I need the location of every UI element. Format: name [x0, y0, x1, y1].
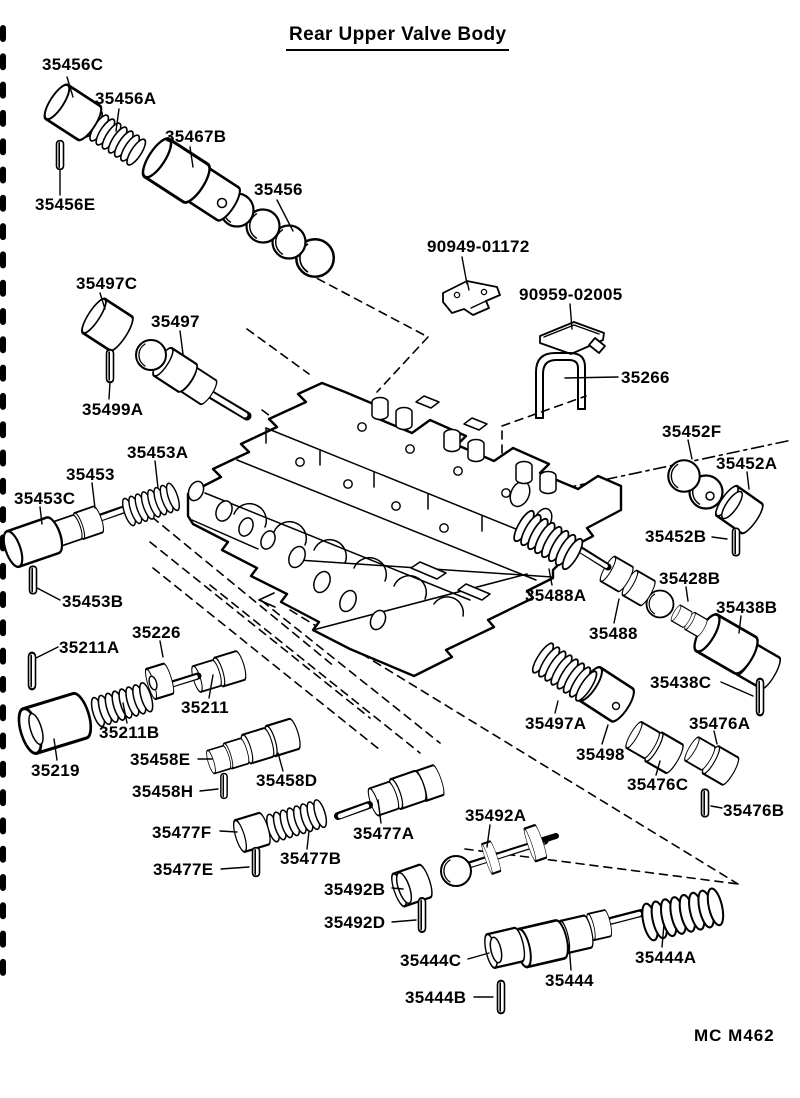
part-label-35492B: 35492B	[324, 880, 386, 899]
part-label-35438C: 35438C	[650, 673, 712, 692]
part-label-35458H: 35458H	[132, 782, 194, 801]
label-leader-lines	[35, 76, 754, 998]
part-label-35452A: 35452A	[716, 454, 778, 473]
part-label-35458E: 35458E	[130, 750, 191, 769]
part-label-35497A: 35497A	[525, 714, 587, 733]
part-label-35452B: 35452B	[645, 527, 707, 546]
valve-body-drawing	[186, 381, 623, 678]
train-35497-drawing	[77, 294, 252, 421]
part-label-35477E: 35477E	[153, 860, 214, 879]
part-label-35476C: 35476C	[627, 775, 689, 794]
part-label-35453A: 35453A	[127, 443, 189, 462]
part-label-35226: 35226	[132, 623, 181, 642]
part-label-35492A: 35492A	[465, 806, 527, 825]
part-label-35453: 35453	[66, 465, 115, 484]
part-label-35456: 35456	[254, 180, 303, 199]
part-label-35444C: 35444C	[400, 951, 462, 970]
part-label-35477F: 35477F	[152, 823, 212, 842]
train-35453-drawing	[0, 480, 183, 595]
insert-arrow	[258, 592, 276, 608]
part-label-35438B: 35438B	[716, 598, 778, 617]
part-label-35476B: 35476B	[723, 801, 785, 820]
part-label-35211A: 35211A	[59, 638, 120, 657]
train-35488-drawing	[509, 507, 785, 717]
part-label-35488A: 35488A	[525, 586, 587, 605]
part-label-35211: 35211	[181, 698, 229, 717]
part-label-35467B: 35467B	[165, 127, 227, 146]
train-35456-drawing	[39, 80, 335, 278]
part-label-35458D: 35458D	[256, 771, 318, 790]
part-label-35456A: 35456A	[95, 89, 157, 108]
part-label-35444: 35444	[545, 971, 594, 990]
part-label-35453B: 35453B	[62, 592, 124, 611]
part-label-35456E: 35456E	[35, 195, 96, 214]
part-label-35477B: 35477B	[280, 849, 342, 868]
part-label-35498: 35498	[576, 745, 625, 764]
part-label-35497: 35497	[151, 312, 200, 331]
part-label-35492D: 35492D	[324, 913, 386, 932]
clip-90949-drawing	[442, 280, 501, 316]
train-35211-drawing	[12, 649, 250, 758]
clip-90959-drawing	[539, 321, 606, 355]
tube-35266-drawing	[535, 352, 586, 419]
train-35452-drawing	[667, 459, 768, 557]
train-35498-drawing	[528, 639, 640, 726]
train-35444-drawing	[481, 885, 728, 1015]
part-label-35477A: 35477A	[353, 824, 415, 843]
part-label-90959-02005: 90959-02005	[519, 285, 623, 304]
part-label-35453C: 35453C	[14, 489, 76, 508]
part-label-35428B: 35428B	[659, 569, 721, 588]
diagram-title: Rear Upper Valve Body	[286, 24, 510, 51]
train-35477-drawing	[229, 763, 448, 878]
part-label-35488: 35488	[589, 624, 638, 643]
diagram-code: MC M462	[694, 1026, 775, 1045]
part-label-35452F: 35452F	[662, 422, 722, 441]
part-label-35499A: 35499A	[82, 400, 144, 419]
part-label-35444A: 35444A	[635, 948, 697, 967]
part-label-35476A: 35476A	[689, 714, 751, 733]
part-label-35444B: 35444B	[405, 988, 467, 1007]
part-label-35211B: 35211B	[99, 723, 160, 742]
part-label-35219: 35219	[31, 761, 80, 780]
train-35492-drawing	[387, 823, 559, 934]
part-label-90949-01172: 90949-01172	[427, 237, 530, 256]
part-label-35266: 35266	[621, 368, 670, 387]
part-label-35456C: 35456C	[42, 55, 104, 74]
part-label-35497C: 35497C	[76, 274, 138, 293]
